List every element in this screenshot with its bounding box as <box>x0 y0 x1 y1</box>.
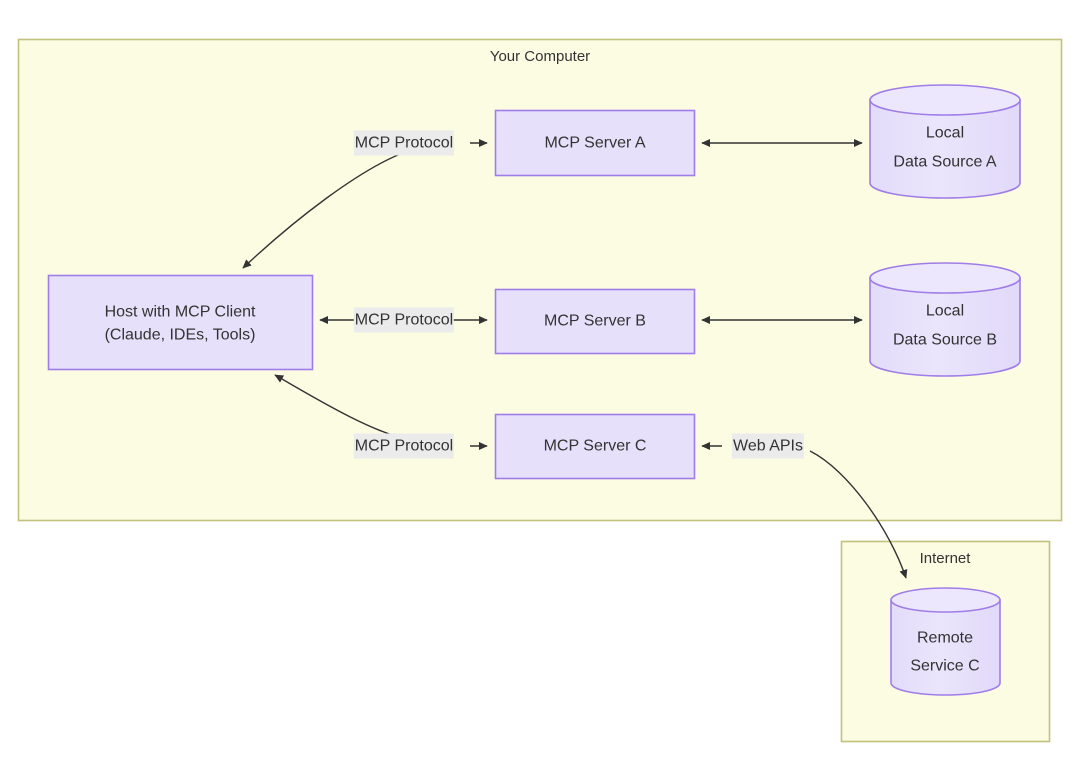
node-remote-service-c[interactable] <box>890 587 1001 696</box>
node-server-b[interactable] <box>494 288 696 355</box>
node-server-a[interactable] <box>494 109 696 177</box>
edge-host-server-a <box>242 138 488 269</box>
node-data-source-b[interactable] <box>869 262 1021 377</box>
node-data-source-a[interactable] <box>869 84 1021 199</box>
edge-server-c-remote-c <box>701 441 908 579</box>
node-server-c[interactable] <box>494 413 696 480</box>
node-host[interactable] <box>47 274 314 371</box>
